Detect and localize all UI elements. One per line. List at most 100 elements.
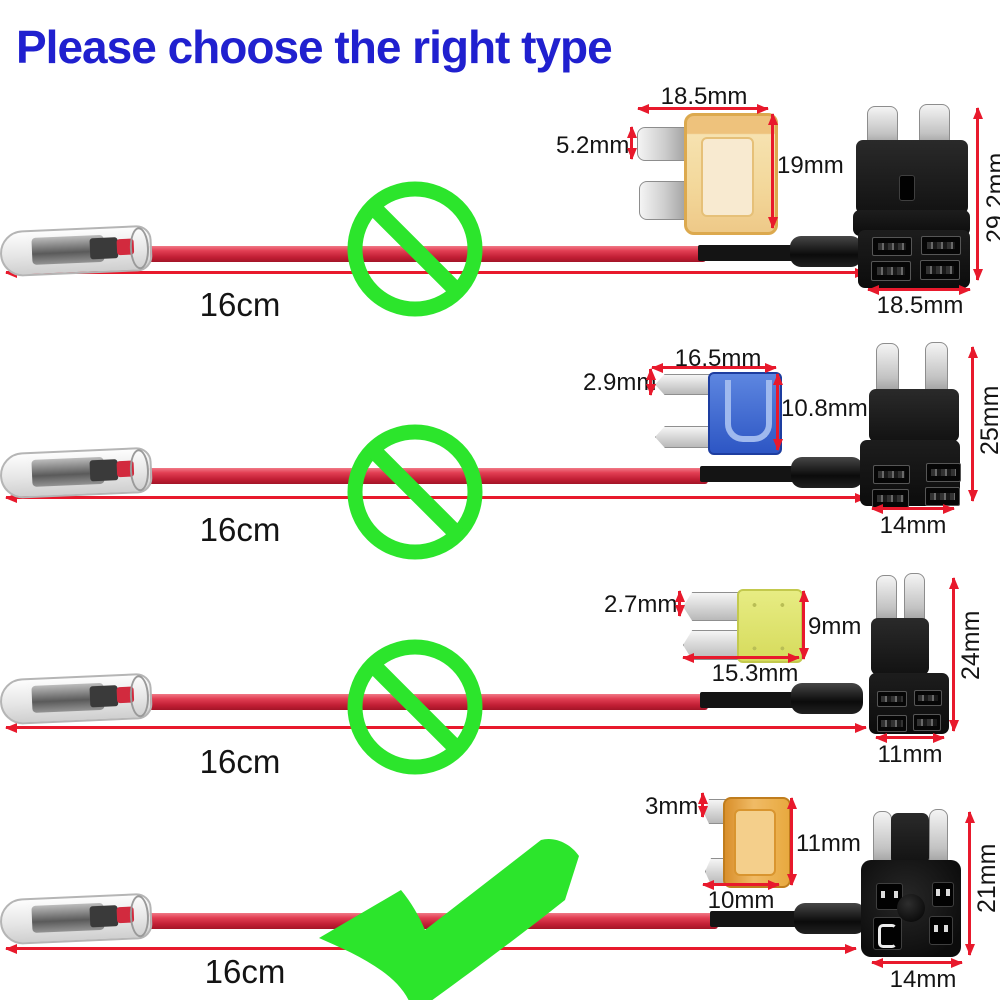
fuse-terminal-label: 2.7mm xyxy=(604,591,678,618)
fuse-terminal-label: 2.9mm xyxy=(583,369,657,396)
socket-slot xyxy=(932,882,954,907)
micro2-fuse-body xyxy=(737,589,803,663)
tap-height-label: 21mm xyxy=(973,843,1000,913)
fuse-terminal-arrow xyxy=(675,590,685,617)
socket-slot xyxy=(926,463,961,482)
tap-prong xyxy=(925,342,948,393)
crimp-section xyxy=(89,905,119,928)
tap-prong xyxy=(873,811,892,865)
wire-crimp-terminal xyxy=(0,672,153,726)
fuse-terminal xyxy=(637,127,687,161)
fuse-terminal xyxy=(639,181,687,220)
tap-width-label: 14mm xyxy=(879,512,947,539)
wire-length-label: 16cm xyxy=(199,286,281,323)
wire-length-label: 16cm xyxy=(204,953,286,990)
tap-width-arrow xyxy=(871,958,963,968)
fuse-width-arrow xyxy=(682,653,800,663)
socket-slot xyxy=(873,465,910,484)
fuse-height-arrow xyxy=(799,590,809,660)
crimp-section xyxy=(89,685,119,708)
wire-crimp-terminal xyxy=(0,892,153,946)
wire-barrel-connector xyxy=(794,903,866,934)
wire-black-sleeve xyxy=(710,911,800,927)
fuse-tap-upper xyxy=(869,389,959,442)
tap-height-arrow xyxy=(965,811,975,956)
fuse-terminal xyxy=(655,374,715,395)
wire-length-label: 16cm xyxy=(199,511,281,548)
tap-prong xyxy=(929,809,948,865)
fuse-element-window xyxy=(733,809,777,877)
socket-slot xyxy=(913,714,941,731)
low-profile-fuse-body xyxy=(723,797,791,888)
fuse-terminal xyxy=(683,630,741,660)
wire-barrel-connector xyxy=(790,236,862,267)
fuse-tap-upper xyxy=(871,618,929,675)
crimp-section xyxy=(89,459,119,482)
no-circle-icon xyxy=(347,424,483,560)
tap-prong xyxy=(876,343,899,393)
wire-black-sleeve xyxy=(700,466,798,482)
socket-slot xyxy=(920,260,960,280)
fuse-terminal-label: 5.2mm xyxy=(556,132,630,159)
tap-test-slot xyxy=(899,175,915,201)
fuse-terminal-arrow xyxy=(698,792,708,818)
tap-prong xyxy=(904,573,925,623)
socket-slot xyxy=(872,237,912,256)
tap-height-label: 25mm xyxy=(976,385,1000,455)
red-wire xyxy=(78,694,708,710)
fuse-terminal-label: 3mm xyxy=(645,793,699,820)
fuse-height-arrow xyxy=(768,113,778,229)
tap-prong xyxy=(867,106,898,146)
socket-slot xyxy=(925,487,960,506)
socket-slot xyxy=(914,690,942,706)
no-circle-icon xyxy=(347,639,483,775)
fuse-height-arrow xyxy=(773,373,783,451)
standard-fuse-body xyxy=(684,113,778,235)
socket-slot xyxy=(871,261,911,281)
fuse-terminal-arrow xyxy=(627,126,637,160)
fuse-width-arrow xyxy=(637,104,769,114)
fuse-width-label: 18.5mm xyxy=(660,83,748,110)
crimp-section xyxy=(89,237,119,260)
tap-width-label: 11mm xyxy=(877,741,943,768)
check-mark-icon xyxy=(319,839,579,1000)
red-wire xyxy=(78,246,706,262)
tap-height-arrow xyxy=(968,346,978,502)
wire-barrel-connector xyxy=(791,683,863,714)
fuse-tap-upper xyxy=(891,813,929,865)
socket-slot xyxy=(877,715,907,732)
wire-barrel-connector xyxy=(791,457,863,488)
fuse-element-window xyxy=(701,136,755,218)
tap-width-arrow xyxy=(867,285,971,295)
fuse-terminal-arrow xyxy=(646,368,656,396)
socket-center-hub xyxy=(897,894,925,922)
no-circle-icon xyxy=(347,181,483,317)
tap-height-arrow xyxy=(973,107,983,281)
wire-black-sleeve xyxy=(700,692,798,708)
wire-length-label: 16cm xyxy=(199,743,281,780)
tap-height-label: 24mm xyxy=(957,610,985,680)
wire-crimp-terminal xyxy=(0,446,153,500)
fuse-width-label: 10mm xyxy=(707,887,775,914)
fuse-height-label: 10.8mm xyxy=(781,395,868,422)
tap-width-arrow xyxy=(871,504,955,514)
fuse-height-label: 19mm xyxy=(777,152,844,179)
tap-prong xyxy=(876,575,897,623)
mini-fuse-body xyxy=(708,372,782,455)
socket-slot xyxy=(921,236,961,255)
fuse-height-label: 11mm xyxy=(796,830,861,857)
fuse-terminal xyxy=(683,592,741,621)
tap-width-label: 18.5mm xyxy=(876,292,964,319)
fuse-width-arrow xyxy=(702,880,780,890)
fuse-width-label: 15.3mm xyxy=(711,660,799,687)
fuse-height-arrow xyxy=(787,797,797,886)
tap-height-label: 29.2mm xyxy=(982,152,1000,244)
tap-prong xyxy=(919,104,950,146)
page-title: Please choose the right type xyxy=(16,21,613,73)
tap-width-arrow xyxy=(875,733,945,743)
socket-slot-c-contact xyxy=(873,917,902,950)
fuse-element-window xyxy=(725,380,773,442)
tap-width-label: 14mm xyxy=(889,966,957,993)
wire-crimp-terminal xyxy=(0,224,153,278)
